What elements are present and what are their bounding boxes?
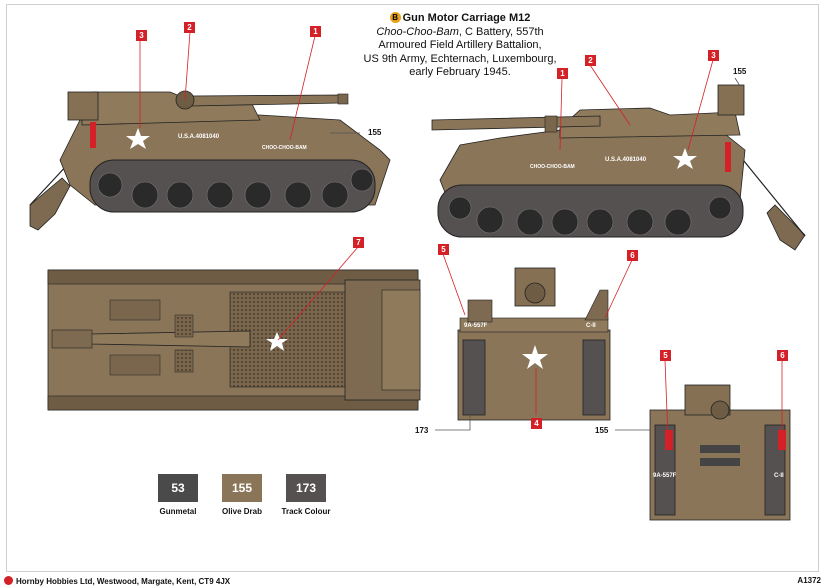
callout-2-left: 2 (184, 22, 195, 33)
callout-1-left: 1 (310, 26, 321, 37)
callout-3-left: 3 (136, 30, 147, 41)
swatch-track-colour: 173 (286, 474, 326, 502)
title-line3: US 9th Army, Echternach, Luxembourg, (363, 52, 557, 65)
paint-ref-173-rear: 173 (415, 426, 429, 435)
callout-7-top: 7 (353, 237, 364, 248)
callout-5-front: 5 (660, 350, 671, 361)
callout-4-rear: 4 (531, 418, 542, 429)
sheet-border (6, 4, 819, 572)
name-marking-left: CHOO-CHOO-BAM (262, 145, 307, 151)
callout-2-right: 2 (585, 55, 596, 66)
vehicle-name: Choo-Choo-Bam (376, 25, 459, 38)
callout-5-rear: 5 (438, 244, 449, 255)
unit-right-front: C-II (774, 473, 784, 479)
paint-ref-155-left: 155 (368, 128, 382, 137)
swatch-gunmetal: 53 (158, 474, 198, 502)
unit-right-rear-mid: C-II (586, 323, 596, 329)
callout-1-right: 1 (557, 68, 568, 79)
front-view: 9A-557F C-II (649, 384, 791, 521)
airfix-logo-icon (4, 576, 13, 585)
scheme-heading: Gun Motor Carriage M12 (402, 12, 531, 24)
callout-3-right: 3 (708, 50, 719, 61)
paint-leaders (330, 77, 741, 431)
swatch-gunmetal-label: Gunmetal (159, 507, 197, 516)
kit-code: A1372 (797, 576, 821, 585)
unit-code-rear-mid: 9A-557F (464, 323, 488, 329)
right-side-view: U.S.A.4081040 CHOO-CHOO-BAM (431, 84, 806, 251)
swatch-olive-drab: 155 (222, 474, 262, 502)
title-line4: early February 1945. (409, 66, 511, 78)
top-view (47, 269, 421, 411)
title-line2: Armoured Field Artillery Battalion, (378, 39, 542, 51)
serial-marking-left: U.S.A.4081040 (178, 134, 220, 140)
footer-company-text: Hornby Hobbies Ltd, Westwood, Margate, K… (16, 577, 231, 586)
scheme-badge: B (389, 12, 401, 23)
name-marking-right: CHOO-CHOO-BAM (530, 164, 575, 170)
serial-marking-right: U.S.A.4081040 (605, 157, 647, 163)
left-side-view: U.S.A.4081040 CHOO-CHOO-BAM (29, 90, 391, 231)
title-line1: , C Battery, 557th (458, 25, 544, 38)
callout-6-rear: 6 (627, 250, 638, 261)
footer-company: Hornby Hobbies Ltd, Westwood, Margate, K… (4, 576, 230, 586)
unit-code-front: 9A-557F (653, 473, 677, 479)
callout-6-front: 6 (777, 350, 788, 361)
swatch-olive-drab-label: Olive Drab (221, 507, 262, 516)
paint-ref-155-front: 155 (595, 426, 609, 435)
rear-view: 9A-557F C-II (457, 267, 611, 421)
swatch-track-colour-label: Track Colour (281, 507, 331, 516)
callout-leaders (139, 31, 783, 441)
paint-ref-155-right: 155 (733, 67, 747, 76)
